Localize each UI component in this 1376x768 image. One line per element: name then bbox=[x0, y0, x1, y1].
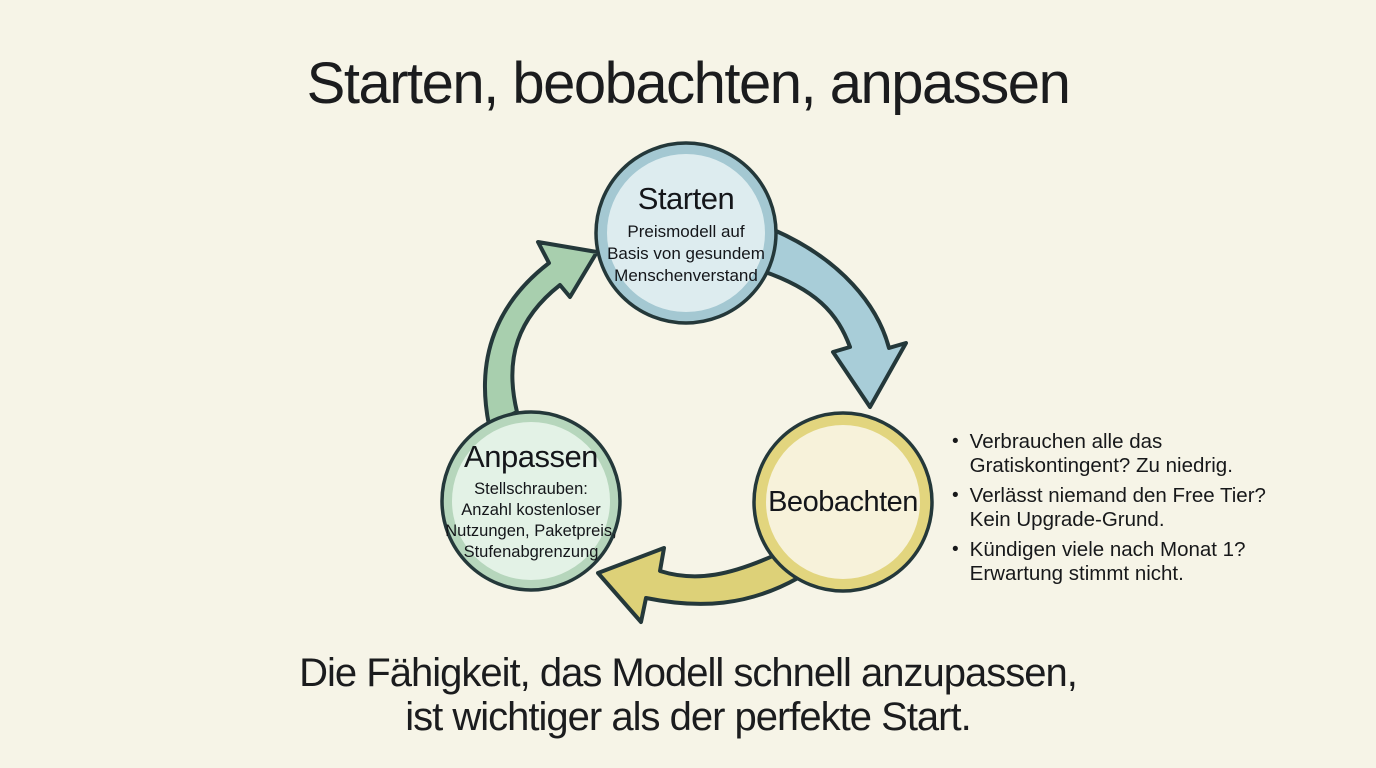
list-item: • Verbrauchen alle das Gratiskontingent?… bbox=[952, 430, 1282, 477]
arrow-starten-to-beobachten-icon bbox=[751, 228, 908, 409]
node-starten-subtitle: Preismodell auf Basis von gesundem Mensc… bbox=[607, 221, 765, 287]
observation-bullets: • Verbrauchen alle das Gratiskontingent?… bbox=[952, 430, 1282, 592]
node-anpassen-subtitle-line: Stufenabgrenzung bbox=[463, 543, 599, 561]
node-starten-subtitle-line: Basis von gesundem bbox=[607, 244, 765, 263]
caption: Die Fähigkeit, das Modell schnell anzupa… bbox=[0, 651, 1376, 739]
bullet-text: Verbrauchen alle das Gratiskontingent? Z… bbox=[970, 430, 1233, 477]
bullet-icon: • bbox=[952, 485, 959, 506]
bullet-line: Kein Upgrade-Grund. bbox=[969, 507, 1165, 531]
node-beobachten-label: Beobachten bbox=[768, 486, 918, 518]
node-starten-circle bbox=[594, 141, 778, 325]
arrow-beobachten-to-anpassen-icon bbox=[596, 546, 800, 624]
bullet-icon: • bbox=[952, 431, 959, 452]
bullet-line: Gratiskontingent? Zu niedrig. bbox=[969, 453, 1233, 477]
node-anpassen-inner bbox=[452, 422, 610, 580]
bullet-line: Kündigen viele nach Monat 1? bbox=[969, 538, 1246, 561]
arrow-anpassen-to-starten-icon bbox=[483, 240, 599, 427]
node-starten-subtitle-line: Preismodell auf bbox=[627, 222, 745, 241]
node-starten-label: Starten bbox=[637, 181, 735, 216]
list-item: • Verlässt niemand den Free Tier? Kein U… bbox=[952, 484, 1282, 531]
bullet-text: Kündigen viele nach Monat 1? Erwartung s… bbox=[970, 538, 1246, 585]
caption-line: Die Fähigkeit, das Modell schnell anzupa… bbox=[299, 651, 1078, 695]
page-title: Starten, beobachten, anpassen bbox=[306, 51, 1071, 116]
node-anpassen-subtitle-line: Stellschrauben: bbox=[474, 480, 588, 498]
node-anpassen-label: Anpassen bbox=[464, 439, 598, 474]
node-anpassen-subtitle: Stellschrauben: Anzahl kostenloser Nutzu… bbox=[445, 479, 617, 563]
bullet-line: Erwartung stimmt nicht. bbox=[969, 561, 1184, 585]
node-anpassen-subtitle-line: Anzahl kostenloser bbox=[461, 501, 601, 519]
bullet-line: Verbrauchen alle das bbox=[969, 430, 1163, 453]
node-anpassen-circle bbox=[440, 410, 622, 592]
node-starten-inner bbox=[607, 154, 765, 312]
node-anpassen: Anpassen Stellschrauben: Anzahl kostenlo… bbox=[441, 417, 621, 585]
bullet-text: Verlässt niemand den Free Tier? Kein Upg… bbox=[970, 484, 1266, 531]
bullet-line: Verlässt niemand den Free Tier? bbox=[969, 484, 1266, 507]
node-anpassen-subtitle-line: Nutzungen, Paketpreis, bbox=[445, 522, 617, 540]
node-beobachten-circle bbox=[752, 411, 934, 593]
caption-line: ist wichtiger als der perfekte Start. bbox=[405, 695, 971, 739]
node-beobachten: Beobachten bbox=[748, 421, 938, 584]
node-starten: Starten Preismodell auf Basis von gesund… bbox=[596, 152, 776, 316]
list-item: • Kündigen viele nach Monat 1? Erwartung… bbox=[952, 538, 1282, 585]
node-starten-subtitle-line: Menschenverstand bbox=[614, 266, 758, 285]
node-beobachten-inner bbox=[766, 425, 920, 579]
bullet-icon: • bbox=[952, 539, 959, 560]
